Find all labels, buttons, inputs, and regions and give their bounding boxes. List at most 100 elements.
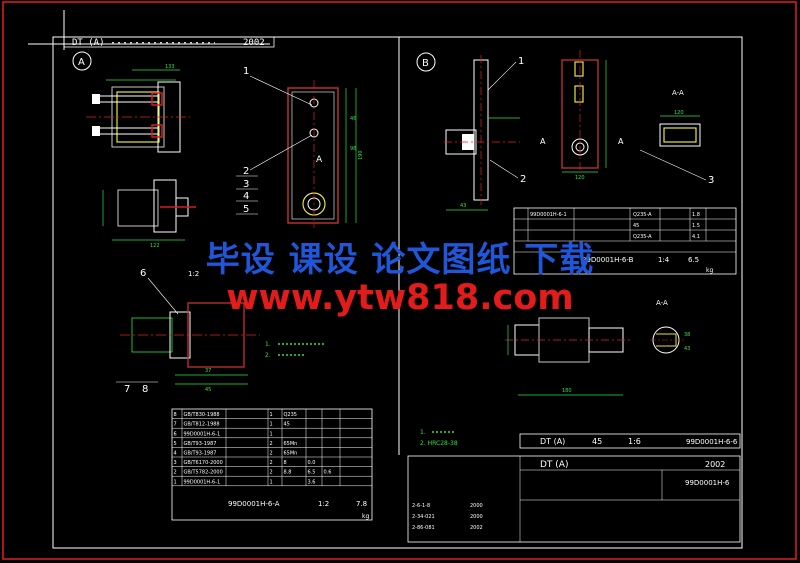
- tb-name: DT (A): [540, 460, 568, 470]
- tb-hist-date-1: 2000: [470, 503, 483, 509]
- plate-front-view: 190 46 98 A: [287, 80, 364, 228]
- section-aa-b: A-A 120: [659, 89, 701, 147]
- balloons-view-a: 1 2 3 4 5: [236, 66, 313, 215]
- tb-hist-1: 2-6-1-8: [412, 503, 430, 509]
- tb-row1-name: DT (A): [540, 437, 565, 446]
- section-aa-label: A-A: [672, 89, 684, 97]
- tb-dwg-no: 99D0001H-6: [685, 479, 730, 487]
- pla-cell: 6: [174, 431, 177, 437]
- balloon-b-3: 3: [708, 175, 714, 186]
- pla-cell: 99D0001H-6-1: [184, 479, 221, 485]
- title-block: DT (A) 45 1:6 99D0001H-6-6 DT (A) 2002 9…: [407, 433, 741, 543]
- plb-r2-mat: 45: [633, 223, 639, 229]
- note-b-2: 2. HRC28-38: [420, 440, 458, 447]
- plb-r1-mat: Q235-A: [633, 212, 652, 218]
- balloon-5: 5: [243, 204, 249, 215]
- section-a-label: A: [316, 155, 323, 165]
- pla-cell: 65Mn: [284, 441, 298, 447]
- view-a-marker: A: [78, 57, 85, 68]
- bracket-side-view: 43: [444, 55, 520, 211]
- parts-list-b: 99D0001H-6-1 Q235-A 1.8 45 1.5 Q235-A 4.…: [513, 207, 737, 275]
- balloon-4: 4: [243, 191, 249, 202]
- plb-r3-mat: Q235-A: [633, 234, 652, 240]
- balloon-1: 1: [243, 66, 249, 77]
- scale-note: 1:2: [188, 270, 199, 278]
- pla-cell: 99D0001H-6-1: [184, 431, 221, 437]
- view-b-marker-circle: [416, 52, 436, 72]
- note-b-1: 1.: [420, 429, 426, 436]
- pla-cell: 1: [270, 431, 273, 437]
- pla-unit: kg: [362, 513, 369, 520]
- pla-cell: 1: [270, 422, 273, 428]
- view-b-marker: B: [422, 58, 429, 69]
- plb-weight: 6.5: [688, 256, 699, 264]
- pla-cell: GB/T93-1987: [184, 441, 217, 447]
- dim-shaft-38: 38: [684, 332, 690, 338]
- balloon-2: 2: [243, 166, 249, 177]
- pla-cell: 2: [270, 451, 273, 457]
- dim-side-122: 122: [150, 243, 160, 249]
- pla-cell: Q235: [284, 412, 297, 418]
- dim-shaft-180: 180: [562, 388, 572, 394]
- dim-shaft-43: 43: [684, 346, 690, 352]
- pla-cell: 5: [174, 441, 177, 447]
- tb-hist-2: 2-34-021: [412, 514, 435, 520]
- balloon-7: 7: [124, 384, 130, 395]
- pla-cell: 8: [174, 412, 177, 418]
- tb-row1-mat: 45: [592, 437, 602, 446]
- pla-cell: 8.8: [284, 470, 292, 476]
- balloon-3: 3: [243, 179, 249, 190]
- shaft-detail-view: 180 A-A 38 43: [505, 299, 690, 396]
- balloon-8: 8: [142, 384, 148, 395]
- view-b: B 43 120 A-A 120: [416, 50, 737, 447]
- top-title-strip: DT (A) 2002: [63, 36, 275, 48]
- tb-hist-3: 2-86-081: [412, 525, 435, 531]
- tb-row1-dwg: 99D0001H-6-6: [686, 438, 738, 446]
- tb-hist-date-2: 2000: [470, 514, 483, 520]
- pla-cell: 2: [270, 470, 273, 476]
- tb-hist-date-3: 2002: [470, 525, 483, 531]
- plb-scale: 1:4: [658, 256, 670, 264]
- pla-cell: 8: [284, 460, 287, 466]
- note-a-2: 2.: [265, 352, 271, 359]
- section-aa-label-2: A-A: [656, 299, 668, 307]
- plb-r1-code: 99D0001H-6-1: [530, 212, 567, 218]
- notes-view-a: 1. 2.: [265, 341, 325, 359]
- dim-plate-46: 46: [350, 116, 356, 122]
- pla-cell: 0.6: [324, 470, 332, 476]
- balloons-view-b: 1 2 3 A A: [487, 56, 714, 186]
- pla-cell: 2: [270, 441, 273, 447]
- pla-cell: 7: [174, 422, 177, 428]
- view-a: A 133 190: [72, 51, 364, 395]
- pla-cell: 45: [284, 422, 290, 428]
- top-title-label: DT (A): [72, 38, 105, 48]
- pla-cell: 3.6: [308, 479, 316, 485]
- pla-cell: 6.5: [308, 470, 316, 476]
- section-a-arrow-right: A: [618, 137, 624, 146]
- pla-scale: 1:2: [318, 500, 329, 508]
- pla-cell: 1: [174, 479, 177, 485]
- dim-pin-45: 45: [205, 387, 211, 393]
- plb-r1-wt: 1.8: [692, 212, 700, 218]
- dim-a-top: 133: [165, 64, 175, 70]
- pla-cell: 3: [174, 460, 177, 466]
- tb-row1-scale: 1:6: [628, 437, 641, 446]
- pin-detail-view: 1:2 6 7 8 37 45: [116, 268, 260, 395]
- pla-cell: 2: [174, 470, 177, 476]
- pla-cell: 0.0: [308, 460, 316, 466]
- pla-cell: GB/T93-1987: [184, 451, 217, 457]
- pla-cell: GB/T5782-2000: [184, 470, 223, 476]
- dim-b-120-aa: 120: [674, 110, 684, 116]
- pla-cell: 1: [270, 412, 273, 418]
- pla-weight: 7.8: [356, 500, 367, 508]
- pla-cell: 65Mn: [284, 451, 298, 457]
- dim-plate-98: 98: [350, 146, 356, 152]
- pla-cell: GB/T830-1988: [184, 412, 220, 418]
- balloon-b-2: 2: [520, 174, 526, 185]
- clamp-side-view: 122: [102, 179, 196, 249]
- dim-plate-height: 190: [358, 150, 364, 160]
- notes-view-b: 1. 2. HRC28-38: [420, 429, 458, 447]
